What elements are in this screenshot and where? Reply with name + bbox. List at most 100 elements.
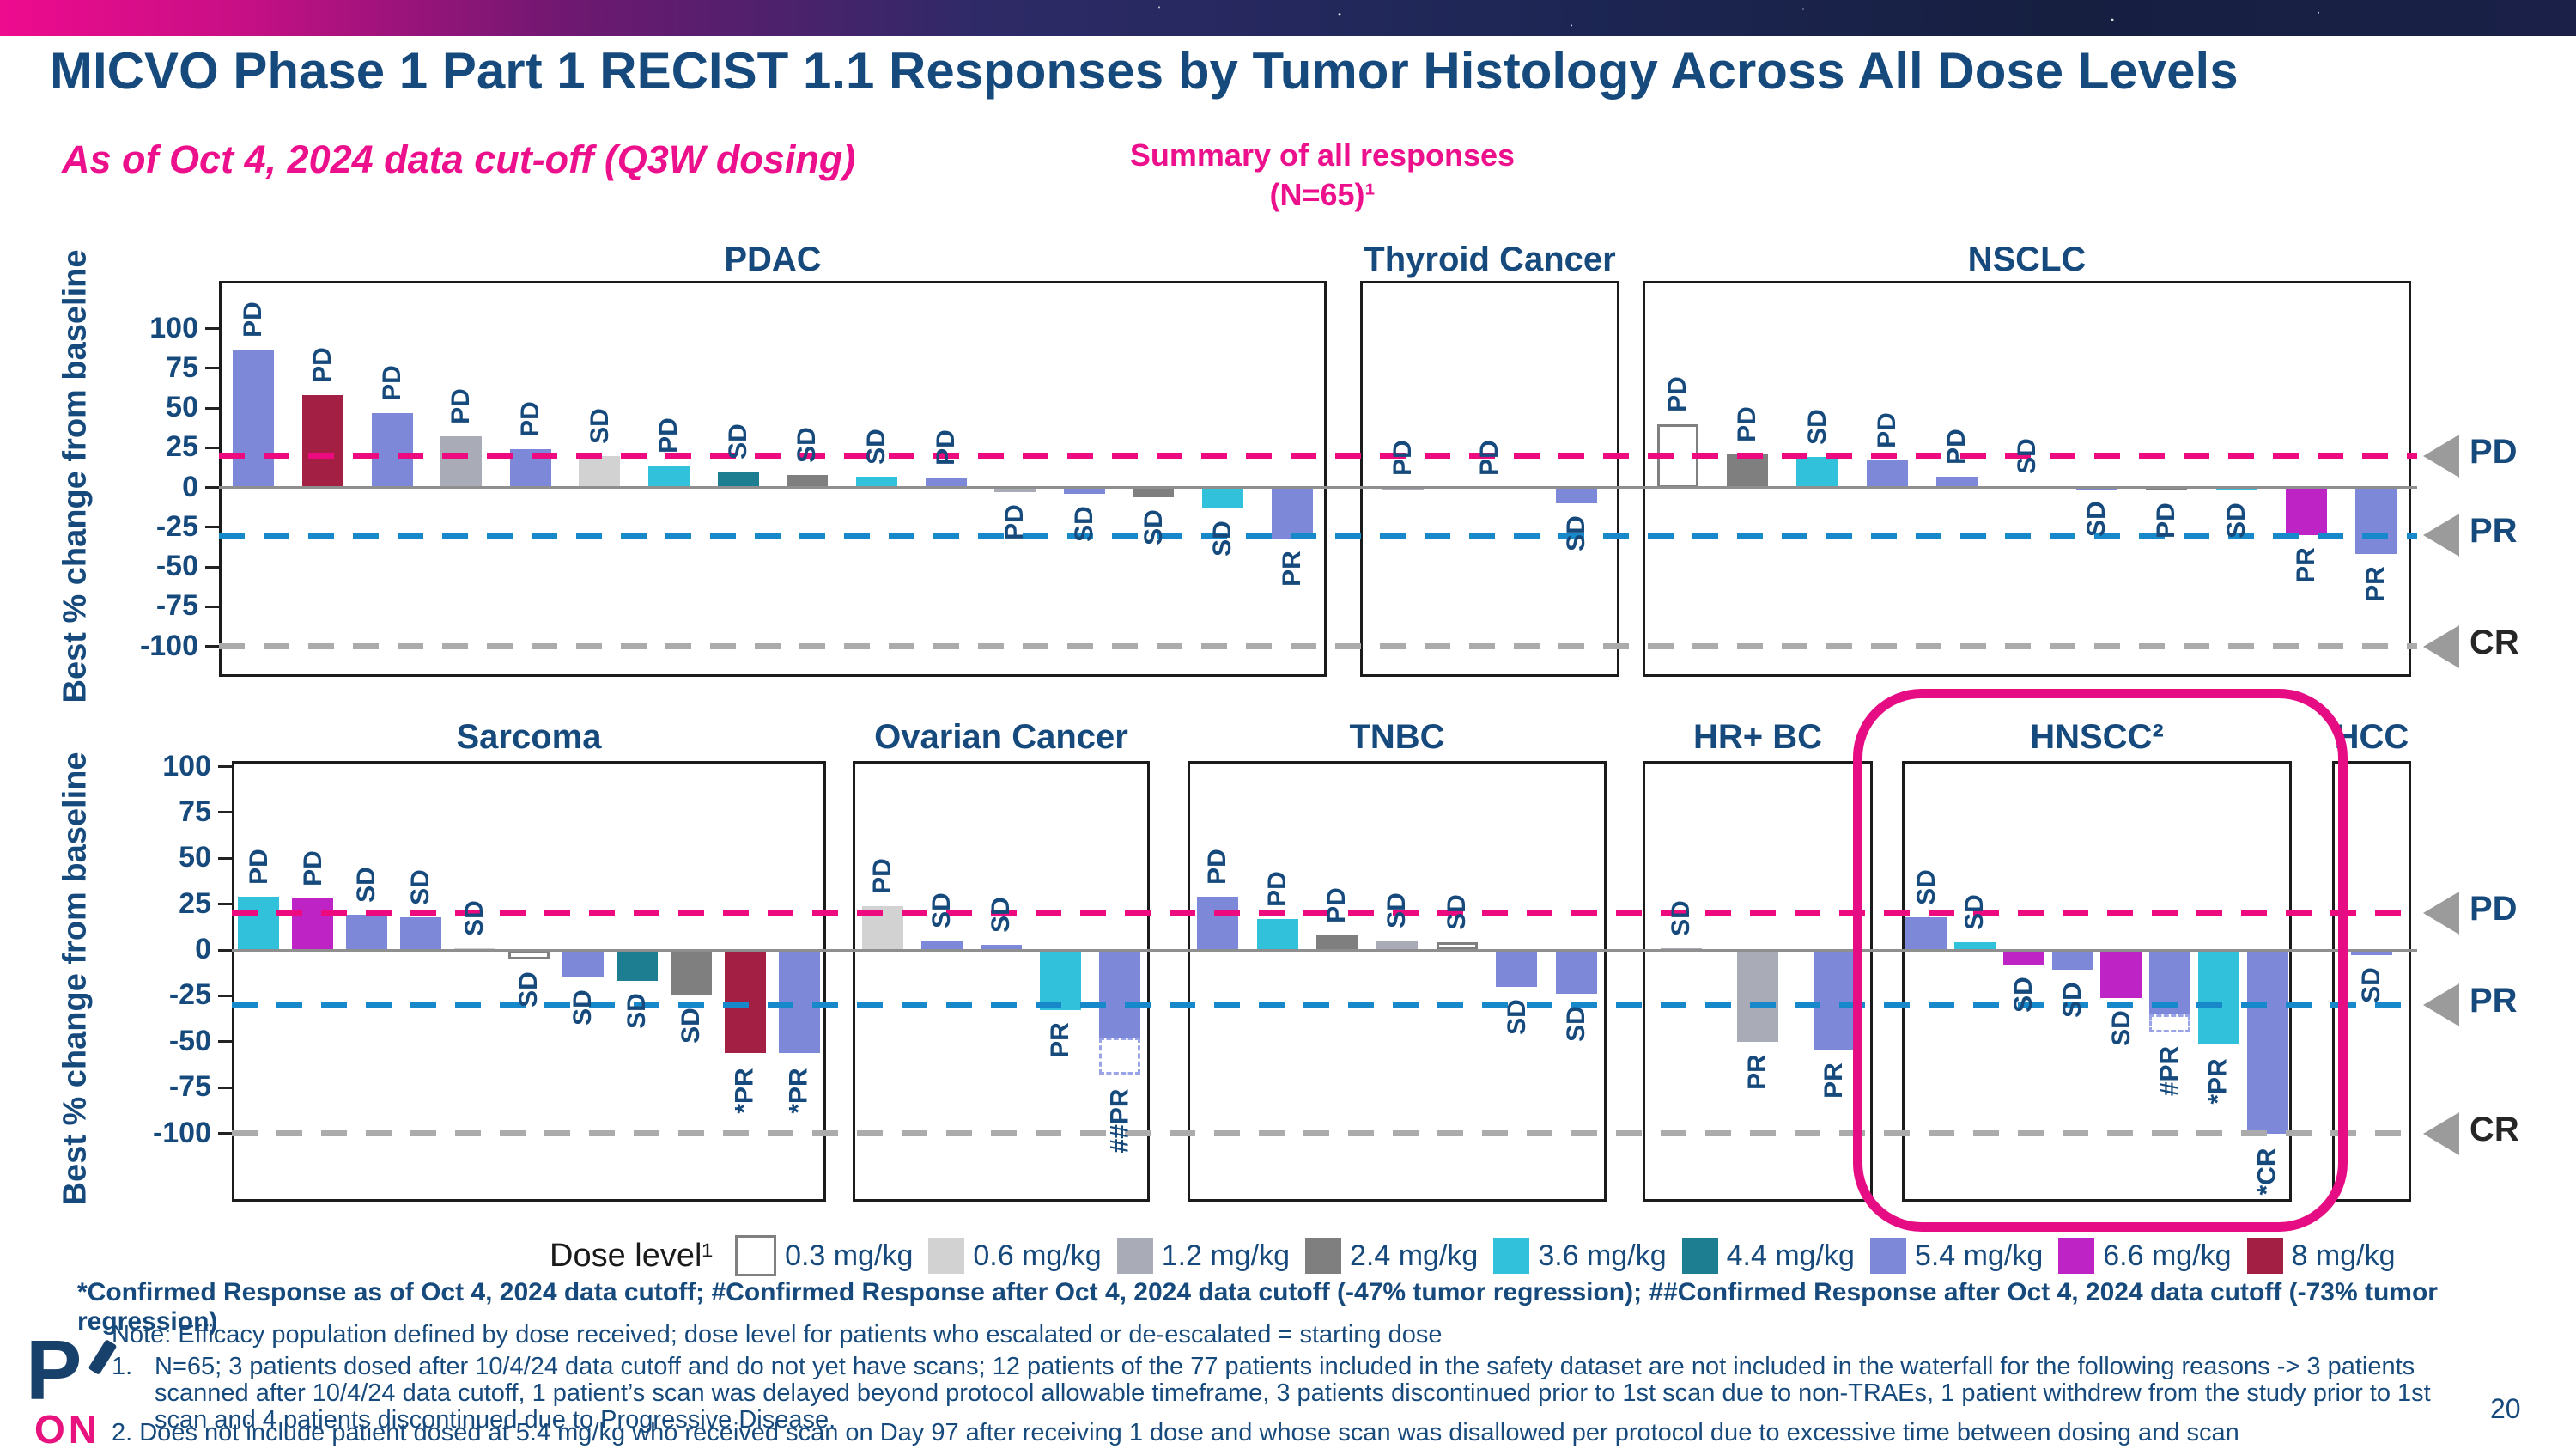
panel-title-hrbc: HR+ BC — [1692, 718, 1823, 756]
legend-label: 5.4 mg/kg — [1914, 1239, 2044, 1272]
page-number: 20 — [2490, 1393, 2521, 1424]
y-axis-tick-label: 0 — [182, 470, 198, 503]
reference-label-pd: PD — [2470, 432, 2518, 471]
bar-hnscc-3 — [2002, 950, 2044, 965]
legend-title: Dose level¹ — [550, 1237, 714, 1274]
footnote-note: Note: Efficacy population defined by dos… — [112, 1321, 1443, 1349]
bar-hrbc-2 — [1737, 950, 1778, 1042]
logo-letter: P — [26, 1323, 82, 1417]
legend-label: 0.6 mg/kg — [973, 1239, 1102, 1272]
bar-tnbc-1 — [1196, 897, 1238, 950]
y-axis-tick-label: -100 — [139, 629, 198, 662]
bar-sarcoma-10 — [724, 950, 766, 1053]
zero-baseline — [219, 486, 2417, 489]
legend-swatch — [2246, 1238, 2283, 1274]
footnote-1: 1. N=65; 3 patients dosed after 10/4/24 … — [112, 1354, 2490, 1434]
legend-label: 8 mg/kg — [2291, 1239, 2396, 1272]
bar-dashed-extension-hnscc — [2149, 1014, 2191, 1033]
bar-hnscc-1 — [1905, 916, 1947, 950]
bar-tnbc-3 — [1316, 935, 1358, 950]
bar-pdac-3 — [371, 412, 413, 488]
panel-title-tnbc: TNBC — [1349, 718, 1445, 756]
legend-swatch — [1305, 1238, 1342, 1274]
bar-pdac-2 — [301, 395, 343, 488]
legend-swatch — [735, 1235, 777, 1276]
footnote-1-number: 1. — [112, 1353, 133, 1380]
y-axis-title-text: Best % change from baseline — [57, 752, 94, 1206]
footnote-2: 2. Does not include patient dosed at 5.4… — [112, 1419, 2239, 1446]
y-axis-tick-label: 50 — [166, 391, 198, 423]
bar-dashed-extension-ovarian — [1099, 1038, 1141, 1075]
legend-label: 6.6 mg/kg — [2103, 1239, 2232, 1272]
reference-line-cr — [232, 1130, 2417, 1136]
reference-label-pr: PR — [2470, 512, 2518, 550]
panel-title-ovarian: Ovarian Cancer — [874, 718, 1128, 756]
y-axis-tick — [205, 367, 219, 370]
bar-sarcoma-1 — [238, 897, 280, 950]
bar-nsclc-9 — [2215, 487, 2257, 491]
legend-label: 2.4 mg/kg — [1350, 1239, 1479, 1272]
y-axis-tick — [218, 948, 232, 952]
page-title: MICVO Phase 1 Part 1 RECIST 1.1 Response… — [50, 42, 2239, 100]
y-axis-tick-label: -50 — [155, 550, 198, 582]
bar-nsclc-11 — [2355, 487, 2397, 555]
arrow-pr-icon — [2423, 514, 2459, 557]
bar-hnscc-8 — [2246, 950, 2288, 1134]
bar-sarcoma-4 — [400, 916, 442, 950]
bar-tnbc-2 — [1256, 918, 1298, 950]
panel-title-sarcoma: Sarcoma — [456, 718, 602, 756]
bar-hnscc-4 — [2051, 950, 2093, 971]
reference-line-cr — [219, 643, 2417, 649]
reference-label-pd: PD — [2470, 890, 2518, 928]
legend-item-3.6-mgkg: 3.6 mg/kg — [1493, 1238, 1667, 1274]
legend-swatch — [1116, 1238, 1153, 1274]
panel-box-pdac — [219, 281, 1327, 677]
arrow-pd-icon — [2423, 434, 2459, 478]
y-axis-tick — [218, 994, 232, 997]
y-axis-tick — [218, 1040, 232, 1044]
bar-tnbc-6 — [1496, 950, 1538, 987]
legend-swatch — [1493, 1238, 1530, 1274]
legend-item-0.6-mgkg: 0.6 mg/kg — [928, 1238, 1102, 1274]
legend-item-6.6-mgkg: 6.6 mg/kg — [2058, 1238, 2232, 1274]
hnscc-highlight-ring — [1853, 689, 2348, 1232]
bar-tnbc-7 — [1556, 950, 1598, 995]
legend-label: 4.4 mg/kg — [1726, 1239, 1855, 1272]
panel-box-tnbc — [1188, 761, 1607, 1202]
panel-title-thyroid: Thyroid Cancer — [1364, 240, 1616, 278]
bar-hnscc-2 — [1954, 942, 1996, 950]
bar-hnscc-7 — [2197, 950, 2239, 1044]
panel-title-hnscc: HNSCC² — [2030, 718, 2164, 756]
y-axis-tick-label: -25 — [155, 509, 198, 543]
summary-line2: (N=65)¹ — [1269, 177, 1376, 212]
bar-sarcoma-7 — [562, 950, 604, 978]
panel-box-ovarian — [853, 761, 1150, 1202]
legend-label: 3.6 mg/kg — [1538, 1239, 1667, 1272]
bar-sarcoma-8 — [616, 950, 658, 982]
bar-pdac-4 — [440, 436, 483, 488]
bar-pdac-8 — [717, 472, 759, 488]
bar-pdac-9 — [787, 474, 829, 488]
legend-swatch — [928, 1238, 965, 1274]
data-cutoff-subtitle: As of Oct 4, 2024 data cut-off (Q3W dosi… — [62, 137, 856, 181]
arrow-cr-icon — [2423, 624, 2459, 668]
bar-ovarian-3 — [981, 944, 1022, 950]
reference-line-pd — [219, 453, 2417, 459]
bar-pdac-14 — [1133, 487, 1175, 497]
legend-swatch — [2058, 1238, 2095, 1274]
legend-swatch — [1869, 1238, 1906, 1274]
zero-baseline — [232, 948, 2417, 952]
summary-of-responses: Summary of all responses (N=65)¹ — [1099, 136, 1546, 215]
y-axis-tick-label: -25 — [168, 978, 211, 1012]
reference-line-pr — [219, 532, 2417, 539]
bar-thyroid-3 — [1555, 487, 1597, 503]
y-axis-tick — [218, 1132, 232, 1135]
reference-label-pr: PR — [2470, 982, 2518, 1020]
arrow-pr-icon — [2423, 983, 2459, 1027]
panel-box-nsclc — [1643, 281, 2411, 677]
y-axis-tick — [218, 765, 232, 768]
bar-pdac-1 — [233, 349, 275, 488]
bar-pdac-6 — [579, 455, 621, 488]
